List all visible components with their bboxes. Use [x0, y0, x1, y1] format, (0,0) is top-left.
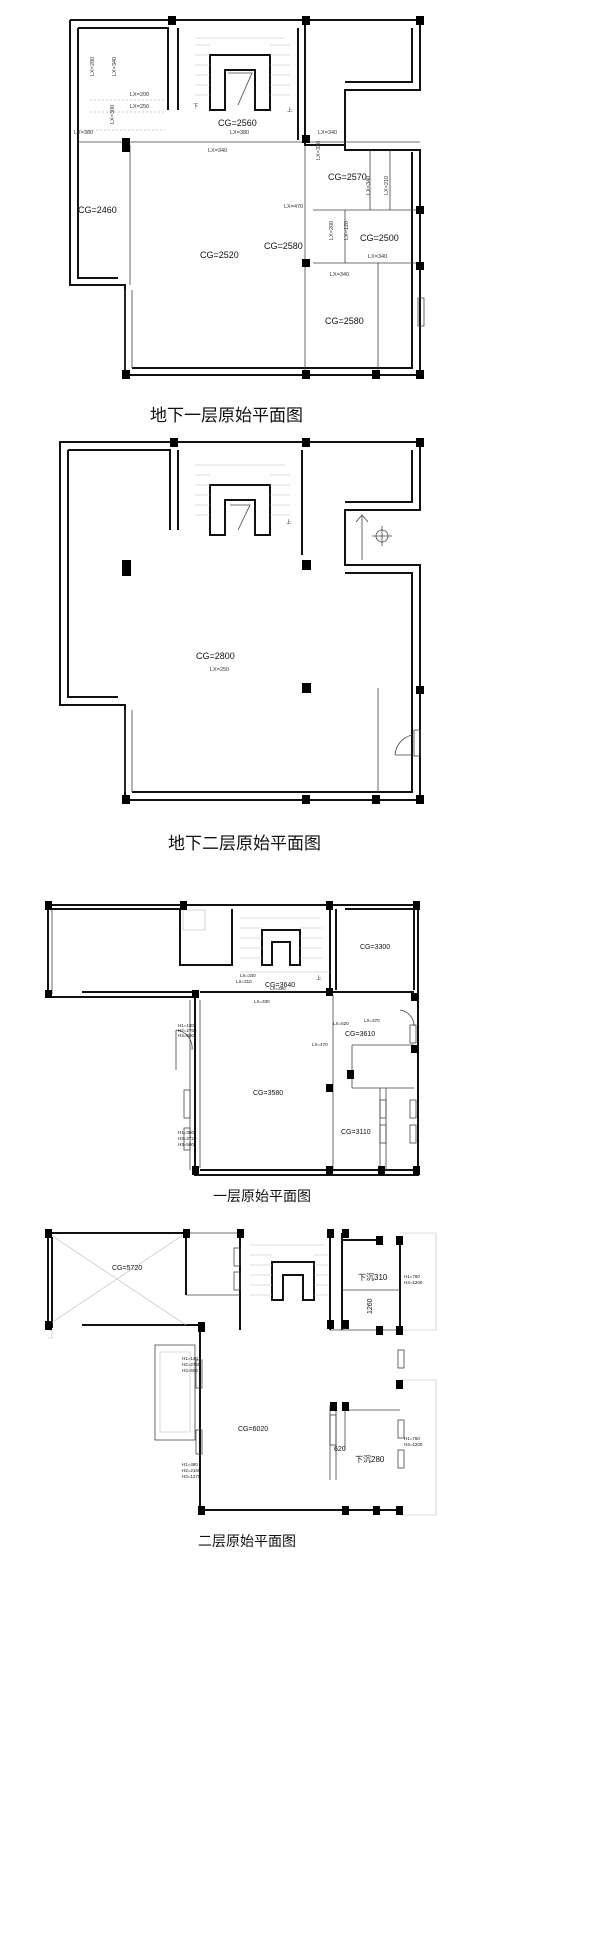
- note: 上: [316, 974, 322, 982]
- room-label: CG=3580: [253, 1090, 283, 1097]
- note: LX=520: [333, 1021, 349, 1026]
- note: LX=340: [318, 130, 337, 136]
- note: LX=340: [208, 148, 227, 154]
- room-label: CG=3610: [345, 1031, 375, 1038]
- note: H3=500: [178, 1033, 194, 1038]
- note: H3=500: [182, 1368, 198, 1373]
- note: LX=300: [110, 105, 116, 124]
- note: H1=130: [182, 1356, 198, 1361]
- plan-title: 一层原始平面图: [213, 1189, 311, 1205]
- note: LX=210: [384, 176, 390, 195]
- note: LX=340: [366, 176, 372, 195]
- plan-title: 地下二层原始平面图: [168, 834, 321, 854]
- plan-title: 二层原始平面图: [198, 1534, 296, 1550]
- room-label: 下沉280: [355, 1455, 385, 1464]
- note: LX=250: [130, 104, 149, 110]
- note: LX=310: [236, 979, 252, 984]
- note: H3=1270: [182, 1474, 201, 1479]
- note: H3=1200: [404, 1442, 423, 1447]
- note: 上: [287, 106, 293, 114]
- room-label: CG=3110: [341, 1129, 371, 1136]
- note: H1=760: [404, 1274, 420, 1279]
- note: H3=1200: [404, 1280, 423, 1285]
- plan-title: 地下一层原始平面图: [150, 406, 303, 426]
- note: LX=380: [270, 986, 286, 991]
- room-label: CG=2800: [196, 651, 235, 661]
- note: LX=330: [254, 999, 270, 1004]
- note: LX=380: [74, 130, 93, 136]
- note: 下: [193, 103, 199, 110]
- note: H1=760: [404, 1436, 420, 1441]
- plan-ground-floor: CG=3300 CG=3640 CG=3610 CG=3580 CG=3110 …: [45, 901, 420, 1176]
- note: LX=200: [130, 92, 149, 98]
- note: LX=380: [230, 130, 249, 136]
- note: LX=120: [344, 221, 350, 240]
- plan-basement-2: CG=2800 LX=250 上: [59, 438, 424, 804]
- note: LX=470: [284, 204, 303, 210]
- note: LX=340: [330, 272, 349, 278]
- note: LX=280: [90, 57, 96, 76]
- room-label: CG=5720: [112, 1265, 142, 1272]
- room-label: CG=3640: [265, 982, 295, 989]
- room-label: CG=2580: [264, 241, 303, 251]
- note: H2=2720: [178, 1136, 197, 1141]
- room-label: CG=2520: [200, 250, 239, 260]
- room-label: CG=2500: [360, 233, 399, 243]
- room-label: 下沉310: [358, 1273, 388, 1282]
- room-label: CG=2560: [218, 118, 257, 128]
- note: H3=500: [178, 1142, 194, 1147]
- room-label: CG=6020: [238, 1426, 268, 1433]
- room-label: CG=3300: [360, 944, 390, 951]
- note: LX=340: [112, 57, 118, 76]
- note: 上: [286, 518, 292, 526]
- note: H1=480: [182, 1462, 198, 1467]
- note: LX=370: [364, 1018, 380, 1023]
- note: LX=330: [316, 141, 322, 160]
- plan-second-floor: CG=5720 CG=6020 下沉310 下沉280 1260 620 H1=…: [45, 1229, 437, 1516]
- room-label: CG=2580: [325, 316, 364, 326]
- note: LX=250: [210, 667, 229, 673]
- note: H2=2760: [178, 1028, 197, 1033]
- note: LX=470: [312, 1042, 328, 1047]
- room-label: CG=2460: [78, 205, 117, 215]
- note: 1260: [367, 1298, 374, 1314]
- note: LX=340: [240, 973, 256, 978]
- note: LX=200: [329, 221, 335, 240]
- note: H1=130: [178, 1023, 194, 1028]
- note: H1=350: [178, 1130, 194, 1135]
- note: LX=340: [368, 254, 387, 260]
- note: H2=2760: [182, 1362, 201, 1367]
- plan-basement-1: CG=2560 CG=2460 CG=2520 CG=2580 CG=2570 …: [69, 16, 425, 379]
- note: 620: [334, 1446, 346, 1453]
- room-label: CG=2570: [328, 172, 367, 182]
- note: H2=2160: [182, 1468, 201, 1473]
